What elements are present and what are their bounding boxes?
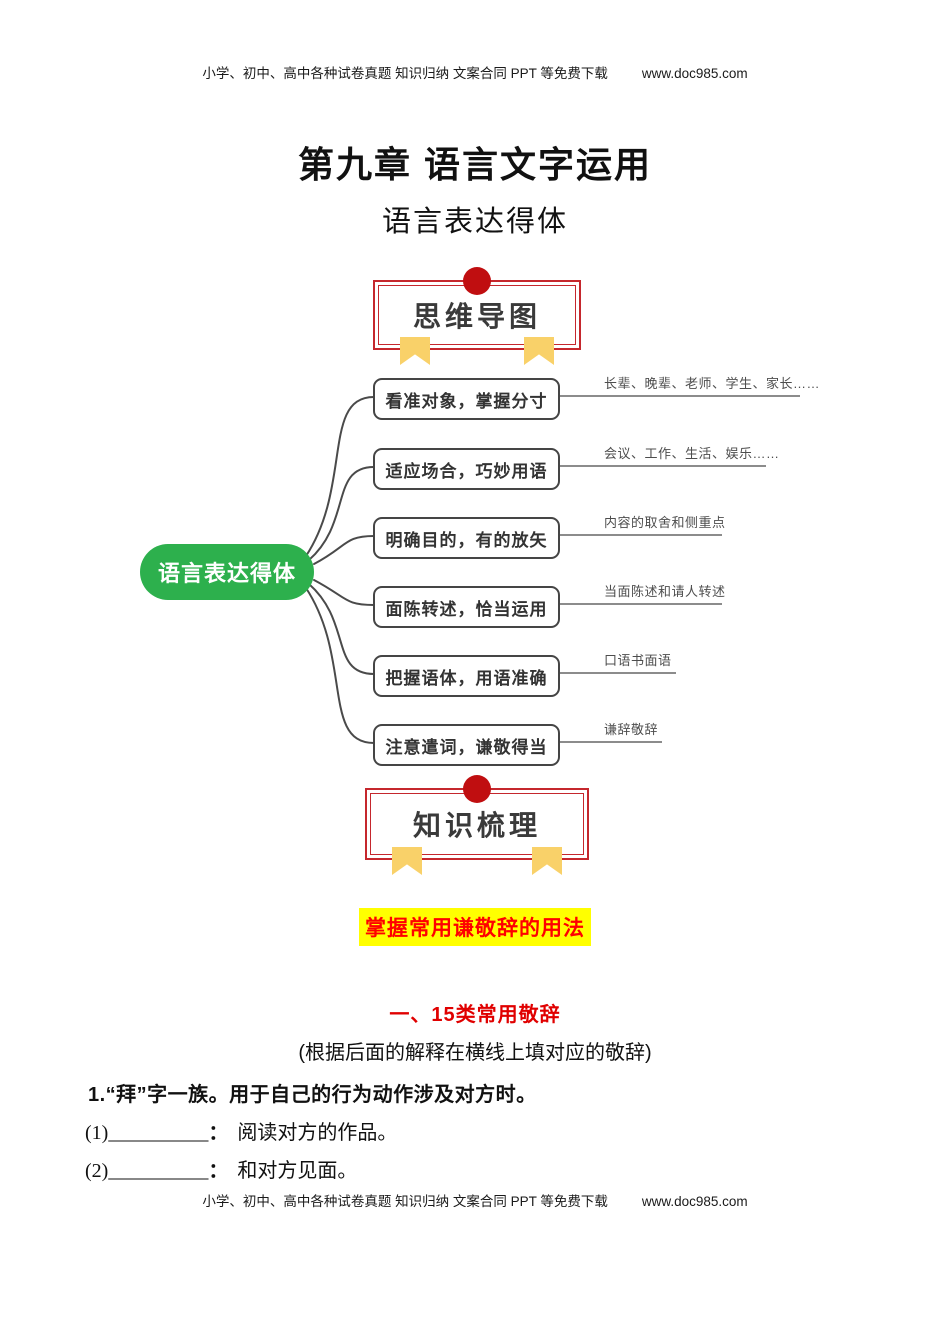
highlight-title-row: 掌握常用谦敬辞的用法 [0, 908, 950, 946]
page-subtitle: 语言表达得体 [381, 206, 568, 238]
footer-text: 小学、初中、高中各种试卷真题 知识归纳 文案合同 PPT 等免费下载 [202, 1194, 608, 1209]
branch-note: 当面陈述和请人转述 [556, 578, 725, 605]
mindmap-center-node: 语言表达得体 [140, 544, 314, 600]
section-heading: 一、15类常用敬辞 [389, 1004, 561, 1026]
footer-site-url: www.doc985.com [641, 1194, 748, 1209]
instruction-note: (根据后面的解释在横线上填对应的敬辞) [298, 1042, 652, 1064]
ribbon-icon [524, 337, 554, 365]
page-footer: 小学、初中、高中各种试卷真题 知识归纳 文案合同 PPT 等免费下载 www.do… [0, 1190, 950, 1210]
blank-desc: 和对方见面。 [237, 1160, 358, 1182]
header-site-url: www.doc985.com [641, 66, 748, 81]
blank-field: __________ [108, 1122, 209, 1144]
blank-field: __________ [108, 1160, 209, 1182]
branch-note: 会议、工作、生活、娱乐…… [556, 440, 779, 467]
knowledge-section-badge: 知识梳理 [365, 775, 589, 875]
blank-prefix: (1) [85, 1122, 109, 1144]
ribbon-icon [532, 847, 562, 875]
branch-note: 内容的取舍和侧重点 [556, 509, 725, 536]
ribbon-icon [400, 337, 430, 365]
blank-prefix: (2) [85, 1160, 109, 1182]
branch-box: 注意遣词，谦敬得当 [373, 724, 560, 766]
branch-box: 把握语体，用语准确 [373, 655, 560, 697]
branch-box: 看准对象，掌握分寸 [373, 378, 560, 420]
branch-box: 明确目的，有的放矢 [373, 517, 560, 559]
blank-colon: ： [208, 1160, 229, 1182]
branch-note: 口语书面语 [556, 647, 676, 674]
page-title: 第九章 语言文字运用 [297, 144, 652, 185]
blank-line: (1)__________： 阅读对方的作品。 [85, 1116, 397, 1145]
knowledge-badge-label: 知识梳理 [412, 810, 541, 841]
branch-box: 适应场合，巧妙用语 [373, 448, 560, 490]
red-dot-icon [463, 267, 491, 295]
page-header: 小学、初中、高中各种试卷真题 知识归纳 文案合同 PPT 等免费下载 www.do… [0, 62, 950, 82]
branch-note: 谦辞敬辞 [556, 716, 662, 743]
list-item-1: 1.“拜”字一族。用于自己的行为动作涉及对方时。 [88, 1084, 537, 1106]
blank-colon: ： [208, 1122, 229, 1144]
highlight-title: 掌握常用谦敬辞的用法 [359, 908, 591, 946]
header-text: 小学、初中、高中各种试卷真题 知识归纳 文案合同 PPT 等免费下载 [202, 66, 608, 81]
branch-note: 长辈、晚辈、老师、学生、家长…… [556, 370, 820, 397]
blank-line: (2)__________： 和对方见面。 [85, 1154, 357, 1183]
branch-box: 面陈转述，恰当运用 [373, 586, 560, 628]
mindmap-section-badge: 思维导图 [373, 267, 581, 365]
mindmap-badge-label: 思维导图 [412, 301, 541, 332]
red-dot-icon [463, 775, 491, 803]
ribbon-icon [392, 847, 422, 875]
blank-desc: 阅读对方的作品。 [237, 1122, 398, 1144]
